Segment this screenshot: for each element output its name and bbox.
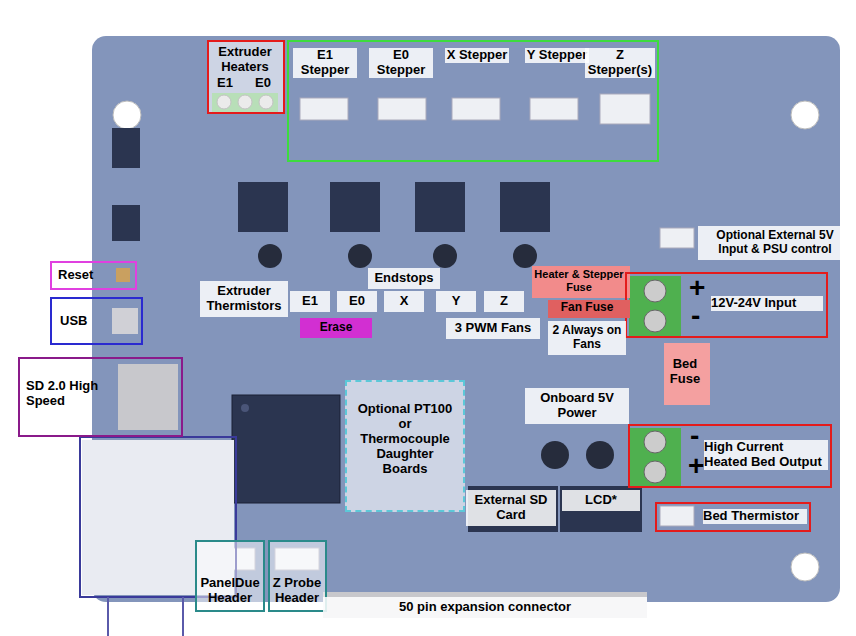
callout-text: Reset [58,268,110,283]
stepper-connector [600,94,650,124]
callout-text: Z Probe Header [271,576,323,606]
callout-text: E1 [217,76,237,91]
heater-callout: Extruder HeatersE1 E0 [207,40,285,114]
callout-text: E0 [255,76,275,91]
usb-port [112,308,138,334]
board-label: Optional External 5V Input & PSU control [698,226,852,260]
callout-text: X Stepper [445,48,509,63]
usb-callout: USB [50,297,143,345]
callout-text: 12V-24V Input [711,296,823,311]
reset-callout: Reset [50,261,137,290]
mount-hole [113,101,141,129]
board-label: Y [436,291,476,312]
main-processor [232,395,340,503]
callout-text: Bed Fuse [664,357,706,387]
terminal-block [629,428,681,486]
callout-text: E0 Stepper [369,48,433,78]
callout-text: High Current Heated Bed Output [704,440,828,470]
callout-text: + [689,274,709,302]
board-label: 50 pin expansion connector [323,597,647,618]
capacitor [586,441,614,469]
sd-slot [118,364,178,430]
board-label: Erase [300,318,372,338]
driver-chip [500,182,550,232]
thermistor-callout: Bed Thermistor [655,502,811,532]
reset-button [116,268,130,282]
board-label: Onboard 5V Power [525,388,629,424]
stepper-connector [378,98,426,120]
expansion-connector [323,592,647,618]
callout-text: Optional PT100 or Thermocouple Daughter … [355,402,455,477]
board-label: External SD Card [466,490,556,526]
driver-chip [415,182,465,232]
power-input-callout: +12V-24V Input- [625,272,828,338]
callout-text: Bed Thermistor [703,509,807,524]
bed-output-callout: -High Current Heated Bed Output+ [628,424,832,488]
callout-text: PanelDue Header [199,576,261,606]
callout-text: - [691,302,709,330]
callout-text: Extruder Heaters [209,45,281,75]
stepper-connector [530,98,578,120]
terminal-screw [644,280,666,302]
daughter-board-callout: Optional PT100 or Thermocouple Daughter … [345,380,465,512]
header-callout: PanelDue Header [195,540,265,612]
callout-text: + [688,452,708,480]
chip-dot [241,404,249,412]
fuse-label: Fan Fuse [548,300,630,318]
board-label: E0 [337,291,377,312]
board-label: X [384,291,424,312]
capacitor [258,244,282,268]
fuse-label: Heater & Stepper Fuse [532,266,630,298]
callout-text: SD 2.0 High Speed [26,379,116,409]
regulator-chip [112,205,140,241]
stepper-connector [300,98,348,120]
mount-hole [791,553,819,581]
capacitor [433,244,457,268]
board-label: Extruder Thermistors [200,281,288,317]
terminal-block [629,276,681,336]
mount-hole [791,101,819,129]
capacitor [513,244,537,268]
board-label: 3 PWM Fans [446,318,540,339]
capacitor [541,441,569,469]
sd-callout: SD 2.0 High Speed [18,357,183,437]
board-label: E1 [290,291,330,312]
board-label: Endstops [368,268,440,289]
wifi-leader [182,597,184,636]
board-label: LCD* [562,490,640,511]
callout-text: E1 Stepper [293,48,357,78]
wifi-leader [107,597,109,636]
fuse-label: Bed Fuse [664,343,710,405]
terminal-screw [644,431,666,453]
callout-text: Heater & Stepper Fuse [532,268,626,293]
callout-text: Z Stepper(s) [585,48,655,78]
terminal-screw [644,310,666,332]
power-connector [660,228,694,248]
regulator-chip [112,128,140,168]
stepper-connector [452,98,500,120]
terminal-screw [644,461,666,483]
callout-text: Fan Fuse [548,301,626,315]
callout-text: USB [60,314,100,329]
stepper-callout: E1 Stepper E0 Stepper X Stepper Y StepperZ … [287,40,659,162]
board-label: 2 Always on Fans [548,321,626,355]
header-callout: Z Probe Header [268,540,327,612]
thermistor-connector [660,506,694,526]
driver-chip [330,182,380,232]
callout-text: Y Stepper [525,48,589,63]
lcd-connector [560,486,642,532]
capacitor [348,244,372,268]
board-label: Z [484,291,524,312]
driver-chip [238,182,288,232]
